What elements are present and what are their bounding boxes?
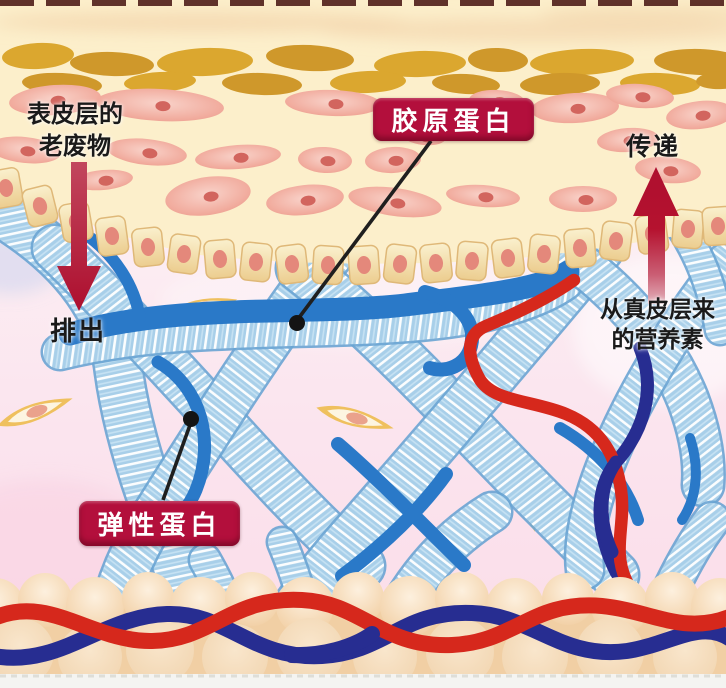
basal-cell <box>347 244 381 286</box>
epidermis-cells <box>0 83 726 218</box>
epidermis-cell <box>0 136 61 164</box>
basal-cell <box>94 215 130 257</box>
stratum-corneum-flakes <box>2 42 726 96</box>
label-nutrients-line1: 从真皮层来 <box>600 297 715 323</box>
corneum-flake <box>2 42 74 70</box>
basal-cell <box>490 237 526 279</box>
corneum-flake <box>468 47 528 73</box>
corneum-streaks <box>0 6 726 42</box>
epidermis-cell <box>531 92 619 124</box>
basal-cell <box>311 244 345 286</box>
vein-twist-over <box>595 455 623 559</box>
corneum-flake <box>520 72 600 96</box>
corneum-flake <box>266 44 354 72</box>
epidermis-cell <box>73 169 133 191</box>
basal-cell <box>239 241 273 283</box>
basal-cell <box>131 226 165 268</box>
corneum-flake <box>124 71 196 93</box>
epidermis-cell <box>549 186 617 212</box>
basal-cell <box>419 242 453 284</box>
epidermis-cell <box>165 176 251 216</box>
basal-cell <box>166 233 202 275</box>
label-epidermis-waste-line1: 表皮层的 <box>27 100 123 128</box>
label-nutrients: 从真皮层来 的营养素 <box>589 295 726 356</box>
label-epidermis-waste: 表皮层的 老废物 <box>16 99 134 162</box>
label-nutrients-line2: 的营养素 <box>611 327 704 354</box>
elastin-pointer-dot <box>183 411 199 427</box>
corneum-flake <box>696 70 726 90</box>
corneum-flake <box>157 47 253 77</box>
basal-cell <box>203 238 237 280</box>
basal-cell <box>701 205 726 247</box>
epidermis-cell <box>597 127 659 153</box>
epidermis-cell <box>606 83 674 109</box>
basal-cell <box>598 220 634 262</box>
label-excrete: 排出 <box>50 317 107 347</box>
epidermis-cell <box>285 89 381 117</box>
basal-cell <box>527 233 561 275</box>
vein-horizontal <box>0 604 726 666</box>
corneum-flake <box>654 48 726 76</box>
epidermis-cell <box>195 144 281 170</box>
corneum-flake <box>330 70 406 94</box>
collagen-badge: 胶原蛋白 <box>373 98 534 141</box>
fibroblast-cell <box>316 405 394 429</box>
corneum-flake <box>374 50 466 78</box>
corneum-flake <box>530 48 634 76</box>
epidermis-cell <box>348 186 442 218</box>
epidermis-cell <box>446 184 520 208</box>
excrete-down-arrow-icon <box>57 162 101 311</box>
basal-cell <box>455 240 489 282</box>
epidermis-cell <box>298 146 352 174</box>
elastin-pointer-line <box>161 411 199 501</box>
transmit-up-arrow-icon <box>633 167 679 304</box>
label-transmit: 传递 <box>626 132 681 161</box>
epidermis-cell <box>9 84 101 116</box>
basal-cell <box>274 243 310 285</box>
corneum-flake <box>432 73 500 95</box>
vein-braid-over <box>284 626 380 664</box>
corneum-flake <box>222 72 302 96</box>
elastin-fiber-ribbons <box>58 227 701 583</box>
basal-cell <box>0 167 24 209</box>
epidermis-cell <box>107 138 187 166</box>
collagen-bundle <box>40 262 585 372</box>
epidermis-cell <box>96 88 224 122</box>
collagen-pointer-line <box>289 139 433 331</box>
epidermis-cell <box>266 184 344 216</box>
epidermis-cell <box>666 100 726 130</box>
basal-cell <box>382 243 418 285</box>
basal-cell <box>21 184 59 228</box>
fibroblast-cell <box>0 398 73 427</box>
epidermis-cell <box>365 146 421 174</box>
basal-cell <box>563 227 597 269</box>
collagen-pointer-dot <box>289 315 305 331</box>
bottom-vessel-braid <box>0 591 726 666</box>
elastin-badge: 弹性蛋白 <box>79 501 240 546</box>
artery-horizontal <box>0 591 726 654</box>
corneum-flake <box>70 51 154 77</box>
label-epidermis-waste-line2: 老废物 <box>39 131 111 160</box>
